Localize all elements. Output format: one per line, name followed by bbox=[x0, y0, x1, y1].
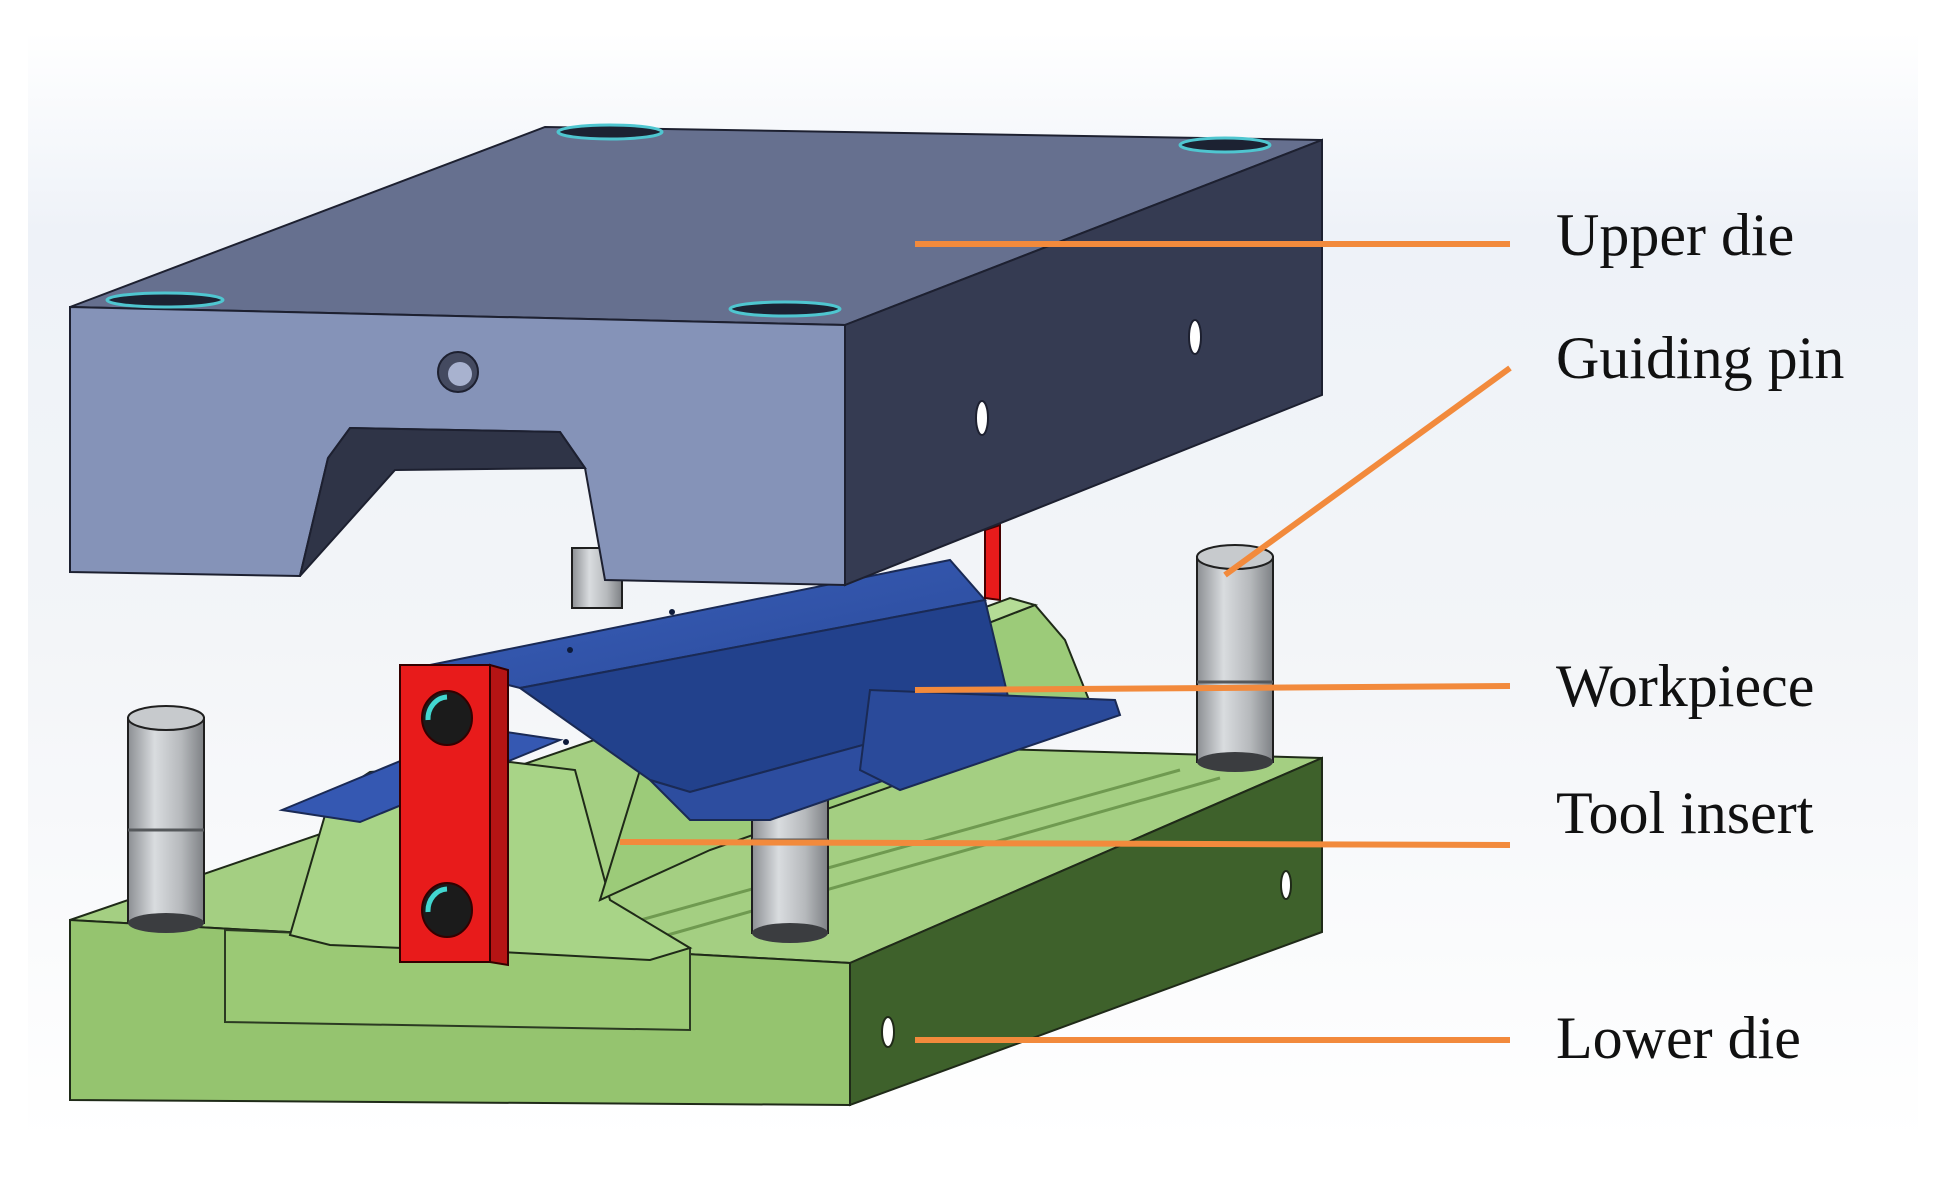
clamp-front bbox=[399, 663, 509, 967]
workpiece-hole bbox=[669, 609, 675, 615]
label-guiding-pin: Guiding pin bbox=[1556, 325, 1845, 391]
workpiece-hole bbox=[567, 647, 573, 653]
guiding-pin-front-left bbox=[127, 705, 205, 933]
clamp-back bbox=[984, 523, 1001, 602]
clamp-front-face bbox=[399, 664, 491, 963]
leader-guiding-pin bbox=[1223, 365, 1512, 578]
upper-die-bolt-hole bbox=[556, 123, 664, 141]
upper-die-side-hole bbox=[1188, 319, 1202, 355]
lower-die-groove bbox=[611, 768, 1181, 930]
upper-die-cutout-inner bbox=[299, 426, 587, 577]
upper-die-side-face bbox=[844, 138, 1323, 587]
guiding-pin-back-right bbox=[1196, 544, 1274, 772]
lower-die-side-hole bbox=[881, 1016, 895, 1048]
upper-die-bolt-hole bbox=[105, 291, 225, 309]
upper-die-bolt-hole bbox=[728, 300, 842, 318]
workpiece-right-flange bbox=[858, 688, 1122, 792]
upper-die-side-hole bbox=[975, 400, 989, 436]
label-lower-die: Lower die bbox=[1556, 1005, 1801, 1071]
lower-die-groove bbox=[649, 776, 1221, 942]
leader-tool-insert bbox=[619, 839, 1511, 848]
workpiece-hole bbox=[563, 739, 569, 745]
leader-lines bbox=[619, 241, 1512, 1043]
clamp-front-side bbox=[489, 663, 509, 967]
label-tool-insert: Tool insert bbox=[1556, 780, 1814, 846]
label-upper-die: Upper die bbox=[1556, 202, 1795, 268]
upper-die-bolt-hole bbox=[1178, 136, 1272, 154]
leader-workpiece bbox=[914, 683, 1511, 693]
lower-die-side-hole bbox=[1280, 870, 1292, 900]
upper-die-front-hole-inner bbox=[448, 362, 472, 386]
upper-die bbox=[69, 123, 1323, 587]
label-workpiece: Workpiece bbox=[1556, 653, 1815, 719]
